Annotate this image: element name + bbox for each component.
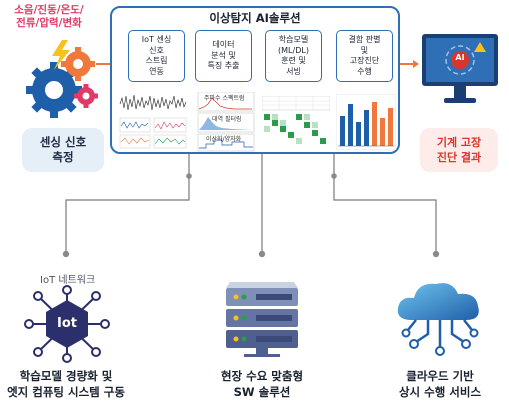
- iot-network-label: IoT 네트워크: [40, 275, 96, 286]
- diagnosis-result-box: 기계 고장 진단 결과: [420, 128, 498, 172]
- iot-network-icon: [24, 285, 110, 363]
- band-filter-label: 대역 필터링: [212, 115, 242, 123]
- onsite-sw-label: 현장 수요 맞춤형 SW 솔루션: [220, 369, 304, 399]
- cloud-network-icon: [397, 283, 479, 356]
- step-fault-diagnosis: 결함 판별 및 고장진단 수행: [336, 30, 393, 82]
- sensor-signal-types: 소음/진동/온도/ 전류/압력/변화: [14, 4, 84, 29]
- monitor-icon: [422, 34, 498, 103]
- step-model-training: 학습모델 (ML/DL) 훈련 및 서빙: [265, 30, 322, 82]
- iot-hub-label: Iot: [57, 316, 77, 331]
- step-feature-extraction: 데이터 분석 및 특징 추출: [195, 30, 252, 82]
- monitor-ai-badge: AI: [455, 53, 465, 62]
- gears-icon: [26, 40, 98, 118]
- quantize-label: 이산화/양자화: [206, 135, 242, 143]
- signal-waveform-thumbnail: [118, 92, 188, 150]
- server-icon: [226, 282, 298, 357]
- model-matrix-thumbnail: [262, 96, 330, 144]
- diagnosis-bars-thumbnail: [336, 94, 396, 150]
- edge-computing-label: 학습모델 경량화 및 엣지 컴퓨팅 시스템 구동: [7, 369, 125, 399]
- step-iot-stream: IoT 센싱 신호 스트림 연동: [128, 30, 185, 82]
- sensing-measurement-box: 센싱 신호 측정: [22, 128, 104, 172]
- spectrum-thumbnail: 주파수 스펙트럼 대역 필터링 이산화/양자화: [197, 92, 255, 152]
- spectrum-label: 주파수 스펙트럼: [204, 94, 245, 102]
- cloud-service-label: 클라우드 기반 상시 수행 서비스: [398, 369, 482, 399]
- solution-title: 이상탐지 AI솔루션: [209, 11, 301, 25]
